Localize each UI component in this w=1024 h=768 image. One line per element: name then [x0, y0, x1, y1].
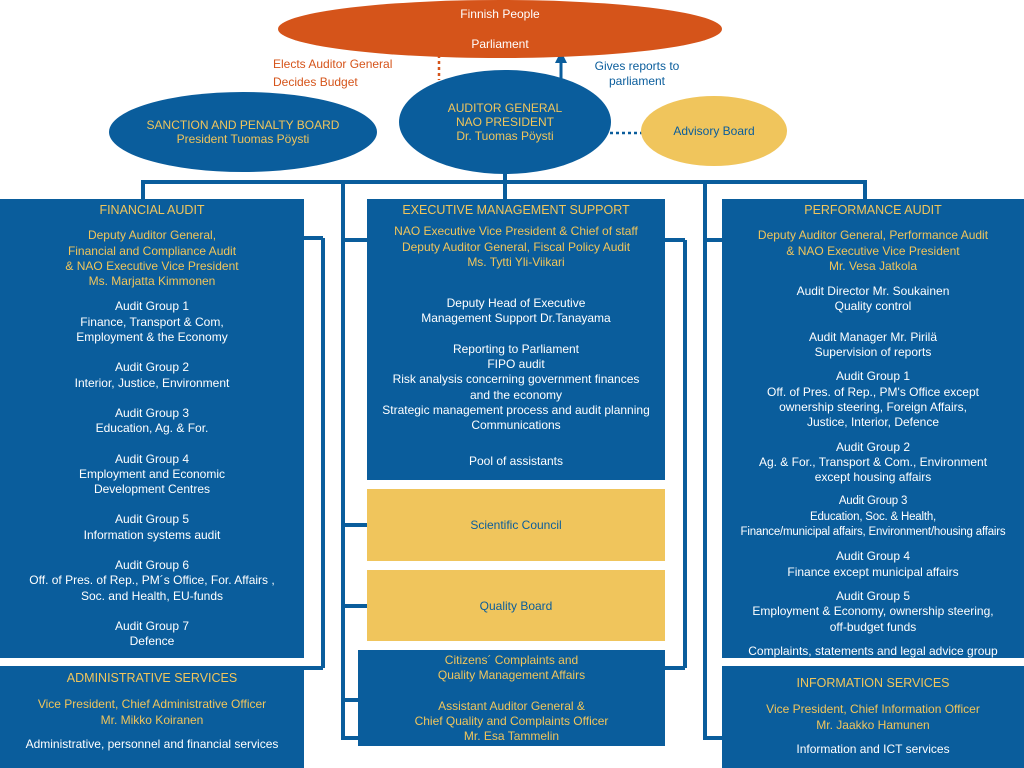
info-services-head: Vice President, Chief Information Office… [766, 702, 980, 732]
performance-audit-item-8: Complaints, statements and legal advice … [748, 643, 998, 658]
reports-note: Gives reports to parliament [594, 59, 680, 88]
executive-support-head: NAO Executive Vice President & Chief of … [394, 224, 638, 269]
financial-audit-box: FINANCIAL AUDIT Deputy Auditor General, … [0, 199, 304, 658]
sanction-board-title: SANCTION AND PENALTY BOARD [146, 118, 340, 132]
financial-audit-group-3: Audit Group 3 Education, Ag. & For. [95, 405, 209, 436]
executive-support-deputy: Deputy Head of Executive Management Supp… [421, 296, 611, 326]
info-services-box: INFORMATION SERVICES Vice President, Chi… [722, 666, 1024, 768]
financial-audit-group-4: Audit Group 4 Employment and Economic De… [78, 451, 226, 497]
executive-support-functions: Reporting to Parliament FIPO audit Risk … [382, 341, 650, 433]
scientific-council-label: Scientific Council [470, 518, 562, 532]
auditor-general-title: AUDITOR GENERAL [447, 101, 563, 115]
quality-board-label: Quality Board [479, 598, 553, 613]
financial-audit-group-6: Audit Group 6 Off. of Pres. of Rep., PM´… [29, 558, 275, 603]
sanction-board-president: President Tuomas Pöysti [176, 132, 310, 146]
elects-line2: Decides Budget [273, 75, 358, 89]
executive-support-pool: Pool of assistants [468, 453, 564, 468]
performance-audit-item-7: Audit Group 5 Employment & Economy, owne… [752, 588, 994, 634]
elects-note: Elects Auditor General Decides Budget [273, 55, 392, 91]
scientific-council-box: Scientific Council [367, 489, 665, 561]
performance-audit-title: PERFORMANCE AUDIT [804, 203, 942, 217]
info-services-desc: Information and ICT services [796, 741, 950, 756]
advisory-board-ellipse: Advisory Board [641, 96, 787, 166]
advisory-board-label: Advisory Board [673, 124, 755, 138]
financial-audit-group-7: Audit Group 7 Defence [114, 618, 190, 649]
admin-services-title: ADMINISTRATIVE SERVICES [66, 671, 238, 685]
nao-president-title: NAO PRESIDENT [455, 115, 554, 129]
financial-audit-group-1: Audit Group 1 Finance, Transport & Com, … [76, 299, 228, 345]
financial-audit-title: FINANCIAL AUDIT [99, 203, 205, 217]
sanction-board-ellipse: SANCTION AND PENALTY BOARD President Tuo… [109, 92, 377, 172]
parliament-line2: Parliament [471, 37, 529, 51]
arrow-up-icon [555, 51, 567, 63]
elects-line1: Elects Auditor General [273, 57, 393, 71]
citizens-complaints-title: Citizens´ Complaints and Quality Managem… [437, 653, 586, 683]
parliament-line1: Finnish People [460, 7, 540, 21]
performance-audit-item-6: Audit Group 4 Finance except municipal a… [787, 549, 959, 579]
performance-audit-head: Deputy Auditor General, Performance Audi… [757, 228, 989, 273]
performance-audit-item-2: Audit Manager Mr. Pirilä Supervision of … [808, 329, 938, 360]
citizens-complaints-head: Assistant Auditor General & Chief Qualit… [414, 698, 609, 744]
quality-board-box: Quality Board [367, 570, 665, 641]
citizens-complaints-box: Citizens´ Complaints and Quality Managem… [358, 650, 665, 746]
auditor-general-ellipse: AUDITOR GENERAL NAO PRESIDENT Dr. Tuomas… [399, 70, 611, 174]
executive-support-title: EXECUTIVE MANAGEMENT SUPPORT [402, 203, 630, 217]
performance-audit-item-4: Audit Group 2 Ag. & For., Transport & Co… [758, 439, 988, 485]
admin-services-desc: Administrative, personnel and financial … [25, 736, 279, 751]
financial-audit-group-5: Audit Group 5 Information systems audit [83, 512, 221, 542]
performance-audit-item-3: Audit Group 1 Off. of Pres. of Rep., PM'… [767, 369, 979, 430]
admin-services-box: ADMINISTRATIVE SERVICES Vice President, … [0, 666, 304, 768]
financial-audit-head: Deputy Auditor General, Financial and Co… [65, 228, 239, 289]
performance-audit-box: PERFORMANCE AUDIT Deputy Auditor General… [722, 199, 1024, 658]
auditor-general-name: Dr. Tuomas Pöysti [456, 129, 554, 143]
performance-audit-item-1: Audit Director Mr. Soukainen Quality con… [796, 284, 950, 314]
parliament-ellipse: Finnish People Parliament [278, 0, 722, 58]
admin-services-head: Vice President, Chief Administrative Off… [37, 697, 267, 727]
info-services-title: INFORMATION SERVICES [796, 676, 950, 690]
executive-support-box: EXECUTIVE MANAGEMENT SUPPORT NAO Executi… [367, 199, 665, 480]
financial-audit-group-2: Audit Group 2 Interior, Justice, Environ… [74, 360, 230, 390]
performance-audit-item-5: Audit Group 3 Education, Soc. & Health, … [740, 495, 1006, 539]
